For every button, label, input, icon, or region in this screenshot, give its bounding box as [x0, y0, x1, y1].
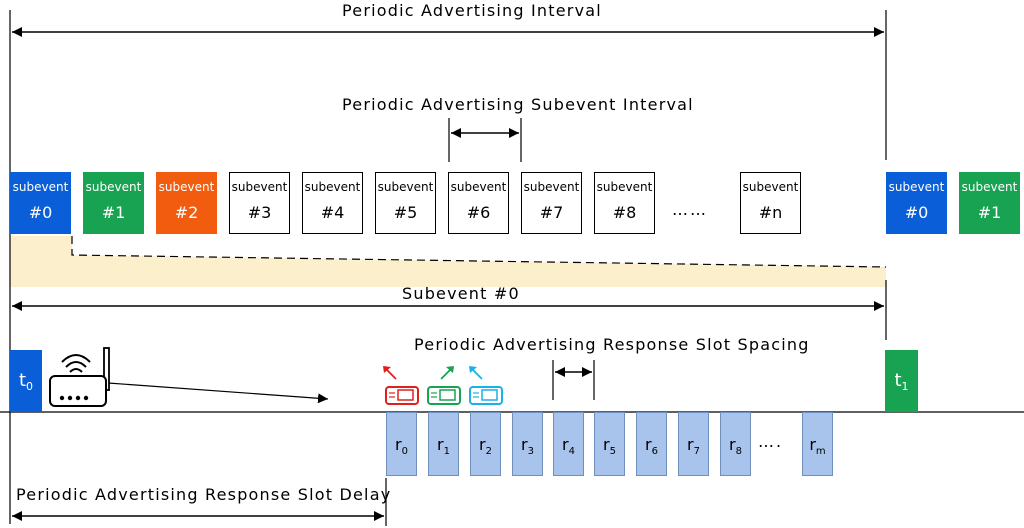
subevent-word: subevent [377, 180, 434, 194]
t1-marker: t1 [885, 350, 918, 412]
subevent-box: subevent #8 [594, 172, 655, 234]
response-slot: rm [802, 412, 833, 476]
subevent-number: #4 [320, 203, 345, 222]
subevent-box: subevent #1 [83, 172, 144, 234]
response-slot: r7 [678, 412, 709, 476]
subevent-box: subevent #n [740, 172, 801, 234]
slot-delay-label: Periodic Advertising Response Slot Delay [16, 485, 392, 504]
slot-index: 8 [735, 446, 742, 457]
slot-index: 5 [609, 446, 616, 457]
slot-letter: r [809, 435, 816, 454]
slot-index: 3 [527, 446, 534, 457]
subevent-word: subevent [888, 180, 945, 194]
slot-index: 0 [401, 446, 408, 457]
slot-letter: r [479, 435, 486, 454]
slot-index: 4 [568, 446, 575, 457]
transmit-arrow [107, 382, 329, 404]
subevent-word: subevent [742, 180, 799, 194]
response-slot: r5 [594, 412, 625, 476]
interval-label: Periodic Advertising Interval [342, 1, 602, 20]
highlight-band [10, 236, 886, 287]
subevent-box: subevent #1 [959, 172, 1020, 234]
subevent-box: subevent #0 [886, 172, 947, 234]
response-slot: r2 [470, 412, 501, 476]
subevent-word: subevent [12, 180, 69, 194]
response-slot: r0 [386, 412, 417, 476]
subevent-interval-label: Periodic Advertising Subevent Interval [342, 95, 694, 114]
tag-icon-cyan [469, 366, 503, 405]
subevent-number: #5 [393, 203, 418, 222]
subevent-word: subevent [596, 180, 653, 194]
slot-index: 6 [651, 446, 658, 457]
subevent-word: subevent [961, 180, 1018, 194]
slot-letter: r [395, 435, 402, 454]
subevent-word: subevent [523, 180, 580, 194]
subevent0-span-label: Subevent #0 [402, 284, 520, 303]
subevent-box: subevent #0 [10, 172, 71, 234]
tag-icon-red [383, 366, 419, 405]
subevent-word: subevent [85, 180, 142, 194]
subevent-number: #0 [28, 203, 53, 222]
subevent-word: subevent [450, 180, 507, 194]
subevent-number: #3 [247, 203, 272, 222]
slot-index: 1 [443, 446, 450, 457]
subevent-word: subevent [158, 180, 215, 194]
response-slot: r4 [553, 412, 584, 476]
subevent-box: subevent #2 [156, 172, 217, 234]
subevent-box: subevent #4 [302, 172, 363, 234]
subevent-number: #6 [466, 203, 491, 222]
subevent-word: subevent [231, 180, 288, 194]
subevent-number: #n [758, 203, 783, 222]
slot-letter: r [645, 435, 652, 454]
slot-letter: r [437, 435, 444, 454]
slot-index: m [815, 446, 826, 457]
subevent-number: #8 [612, 203, 637, 222]
subevent-number: #1 [101, 203, 126, 222]
subevent-word: subevent [304, 180, 361, 194]
slot-letter: r [603, 435, 610, 454]
subevent-number: #1 [977, 203, 1002, 222]
slot-letter: r [687, 435, 694, 454]
slot-letter: r [521, 435, 528, 454]
subevent-ellipsis: …… [672, 200, 708, 219]
slot-index: 2 [485, 446, 492, 457]
response-slot: r1 [428, 412, 459, 476]
subevent-box: subevent #3 [229, 172, 290, 234]
t1-index: 1 [901, 380, 909, 393]
subevent-number: #7 [539, 203, 564, 222]
response-slot: r6 [636, 412, 667, 476]
t0-index: 0 [26, 380, 34, 393]
slot-spacing-label: Periodic Advertising Response Slot Spaci… [414, 335, 810, 354]
subevent-box: subevent #5 [375, 172, 436, 234]
subevent-box: subevent #6 [448, 172, 509, 234]
slot-index: 7 [693, 446, 700, 457]
slot-ellipsis: …. [758, 432, 784, 451]
router-icon [49, 347, 110, 407]
subevent-box: subevent #7 [521, 172, 582, 234]
t0-letter: t [18, 370, 27, 391]
slot-letter: r [562, 435, 569, 454]
subevent-number: #0 [904, 203, 929, 222]
response-slot: r8 [720, 412, 751, 476]
t0-marker: t0 [10, 350, 42, 412]
tag-icon-green [427, 366, 461, 405]
t1-letter: t [894, 370, 902, 391]
zoom-dashed-line [71, 236, 887, 268]
slot-letter: r [729, 435, 736, 454]
subevent-number: #2 [174, 203, 199, 222]
response-slot: r3 [512, 412, 543, 476]
